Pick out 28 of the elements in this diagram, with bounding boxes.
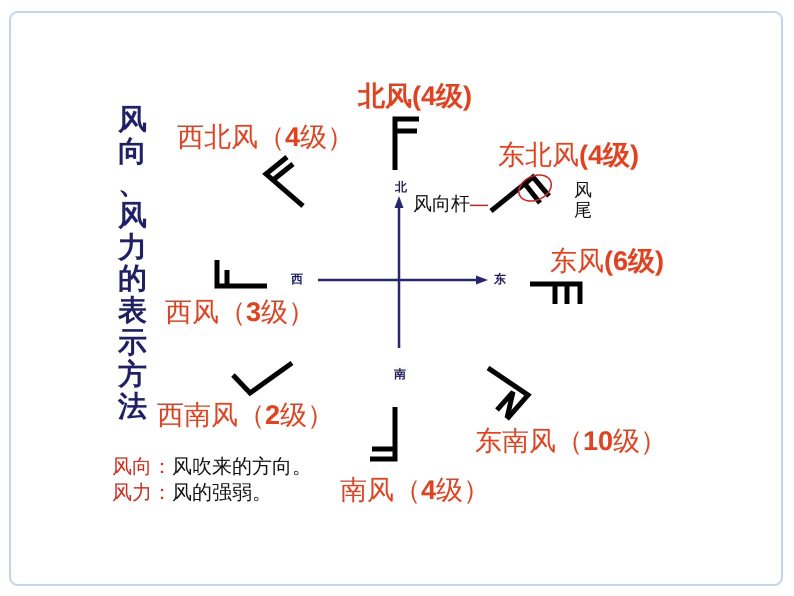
- compass-label: 西: [291, 272, 303, 286]
- leader-line: [470, 204, 488, 206]
- wind-barb: [214, 257, 270, 289]
- definition-text: 风吹来的方向。: [172, 455, 312, 479]
- wind-barb: [485, 365, 531, 422]
- compass-label: 北: [395, 180, 407, 194]
- term-label: 风向：: [112, 455, 172, 479]
- wind-label: 西南风（2级）: [157, 399, 334, 432]
- wind-barb: [367, 404, 398, 462]
- wind-barb: [488, 174, 552, 214]
- term-label: 风力：: [112, 481, 172, 505]
- wind-label: 西北风（4级）: [177, 121, 354, 154]
- wind-barb: [527, 281, 583, 307]
- callout-label: 风尾: [574, 181, 592, 221]
- wind-label: 东南风（10级）: [475, 425, 668, 458]
- vertical-title: 风向、风力的表示方法: [118, 105, 147, 424]
- wind-label: 北风(4级): [358, 80, 472, 112]
- compass-label: 东: [494, 272, 506, 286]
- wind-label: 东北风(4级): [498, 139, 639, 172]
- definition-text: 风的强弱。: [172, 481, 272, 505]
- wind-barb: [263, 154, 306, 209]
- compass-label: 南: [394, 367, 406, 382]
- callout-label: 风向杆: [413, 194, 470, 217]
- wind-label: 西风（3级）: [165, 296, 316, 328]
- wind-barb: [392, 116, 422, 173]
- wind-barb: [230, 360, 295, 396]
- wind-label: 东风(6级): [550, 245, 664, 278]
- wind-label: 南风（4级）: [340, 474, 490, 506]
